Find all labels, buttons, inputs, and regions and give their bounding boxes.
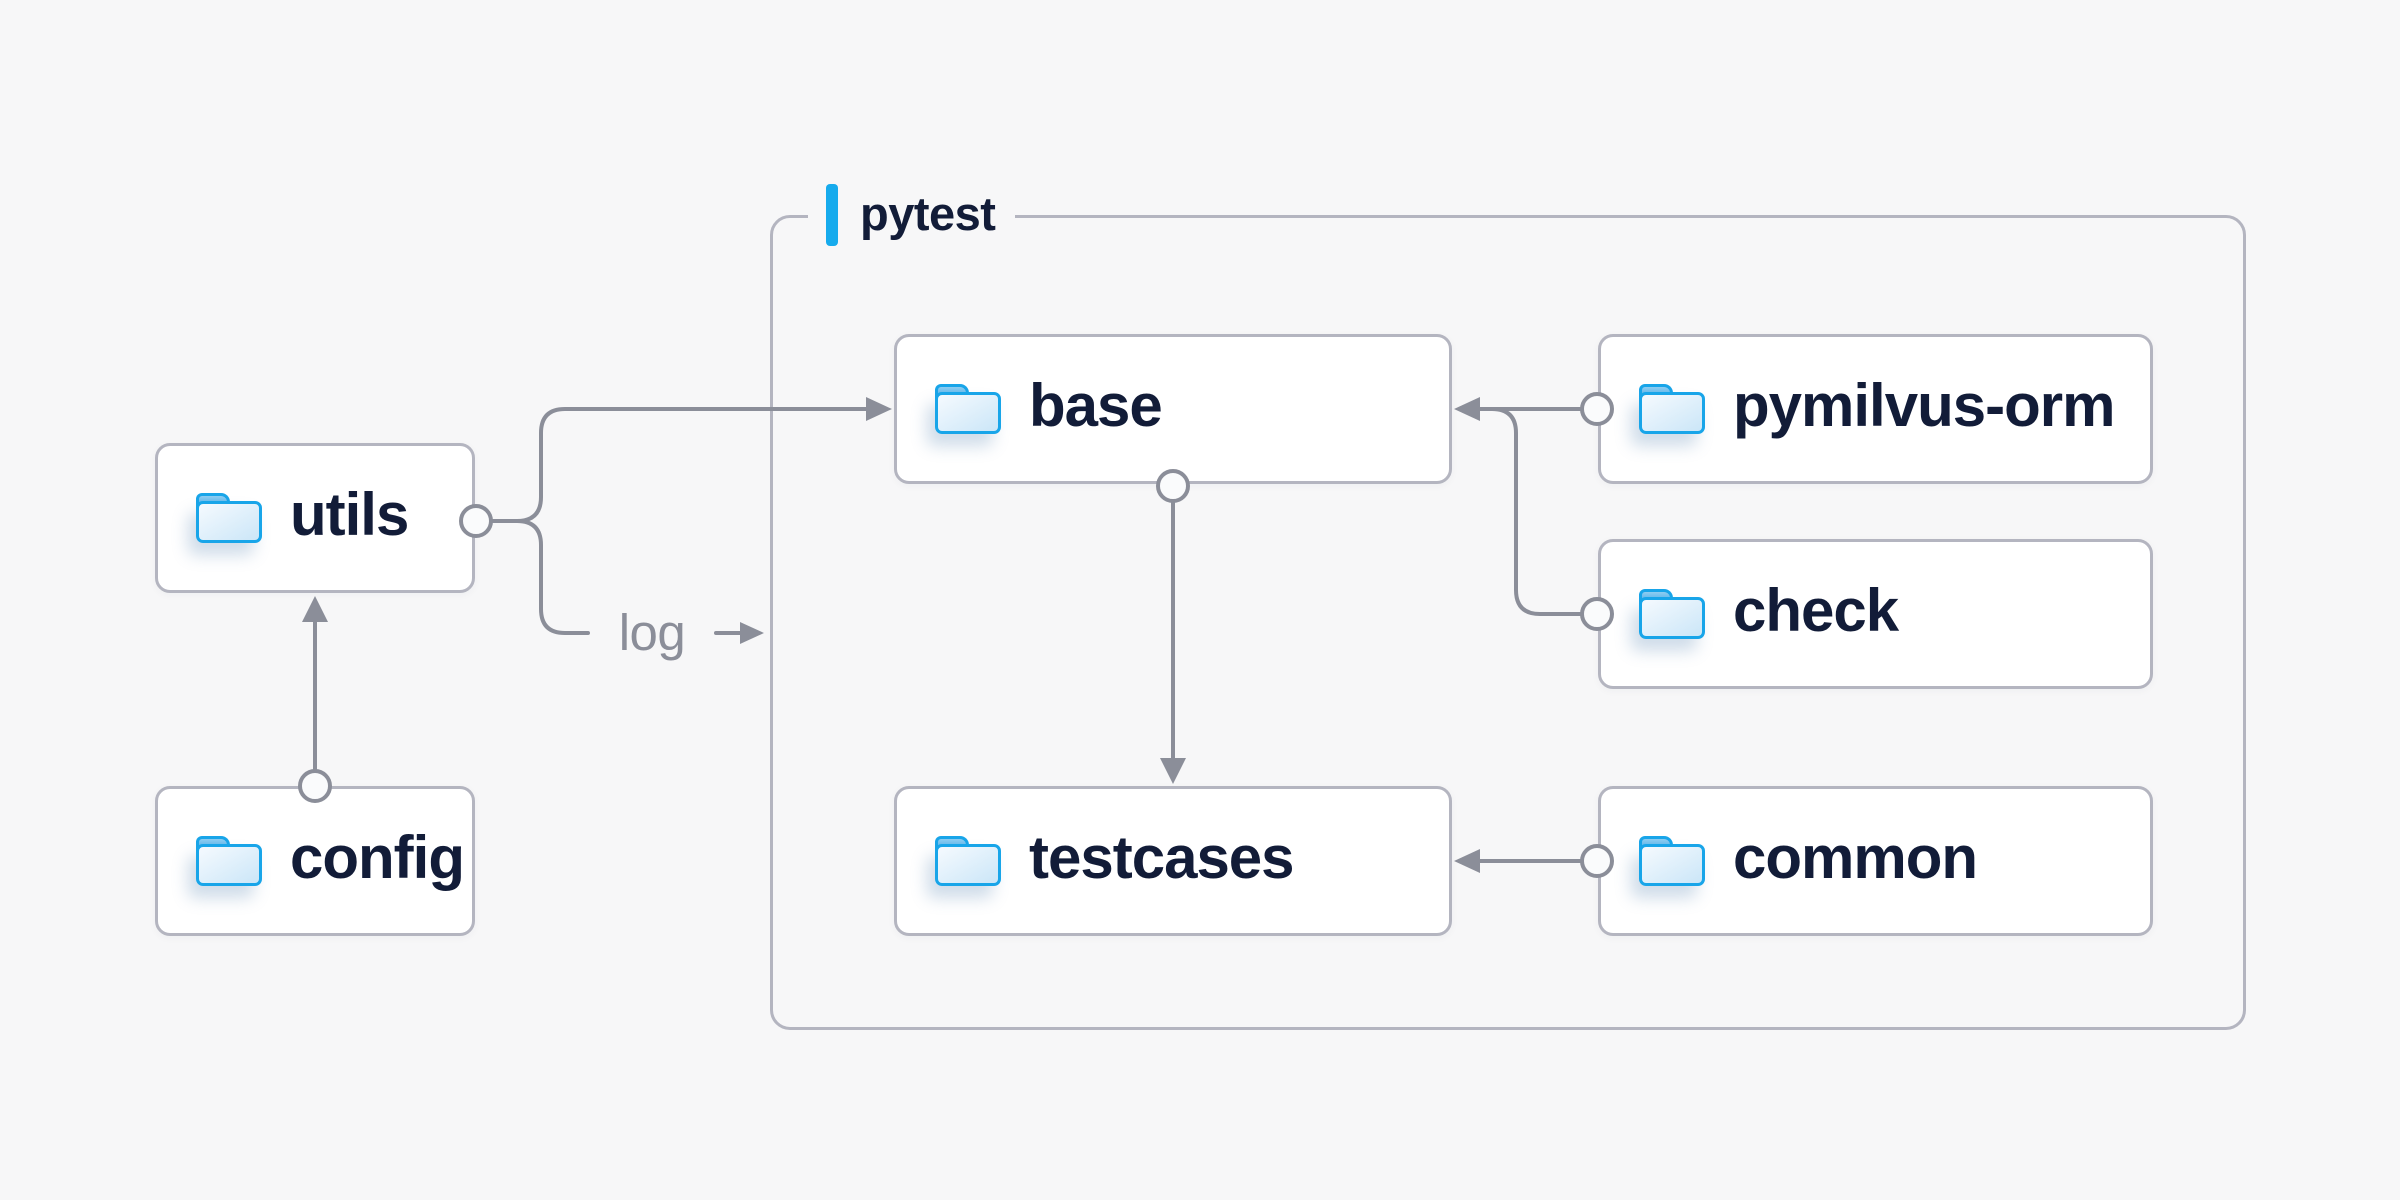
node-check: check [1598, 539, 2153, 689]
folder-icon [1639, 836, 1705, 886]
node-base-label: base [1029, 372, 1163, 439]
node-testcases-label: testcases [1029, 824, 1295, 891]
node-pymilvus-orm-label: pymilvus-orm [1733, 372, 2115, 439]
node-common-label: common [1733, 824, 1978, 891]
folder-icon [1639, 589, 1705, 639]
node-pymilvus-orm: pymilvus-orm [1598, 334, 2153, 484]
node-common: common [1598, 786, 2153, 936]
pytest-group-title: pytest [860, 186, 996, 240]
node-testcases: testcases [894, 786, 1452, 936]
arrowhead-up-icon [302, 596, 328, 622]
folder-icon [935, 836, 1001, 886]
pytest-group-container [770, 215, 2246, 1030]
folder-icon [196, 493, 262, 543]
log-edge-label: log [618, 604, 686, 661]
folder-icon [1639, 384, 1705, 434]
arrowhead-log-right-icon [740, 622, 764, 644]
node-utils: utils [155, 443, 475, 593]
node-base: base [894, 334, 1452, 484]
node-config: config [155, 786, 475, 936]
folder-icon [935, 384, 1001, 434]
edge-utils-to-log [489, 519, 590, 635]
node-utils-label: utils [290, 481, 409, 548]
pytest-accent-bar-icon [826, 184, 838, 246]
pytest-group-label: pytest [808, 182, 1016, 248]
node-config-label: config [290, 824, 465, 891]
node-check-label: check [1733, 577, 1899, 644]
folder-icon [196, 836, 262, 886]
